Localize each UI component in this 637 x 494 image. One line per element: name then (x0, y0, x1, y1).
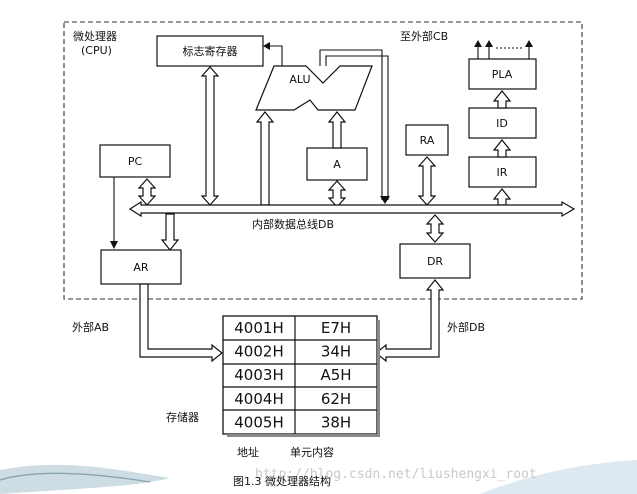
memory-address-cell: 4003H (234, 366, 283, 384)
memory-label: 存储器 (166, 410, 199, 424)
memory-content-cell: 62H (321, 390, 351, 408)
alu-output-arrowhead (380, 196, 390, 204)
internal-bus-label: 内部数据总线DB (252, 217, 334, 231)
a-register-label: A (333, 158, 341, 171)
watermark: http://blog.csdn.net/liushengxi_root (255, 467, 537, 482)
ir-to-id-arrow (492, 139, 512, 158)
alu-output-line (319, 49, 383, 200)
pc-register-box (99, 144, 171, 178)
alu-label: ALU (289, 73, 310, 86)
pla-label: PLA (492, 68, 513, 81)
memory-address-cell: 4001H (234, 319, 283, 337)
dr-register-box (399, 243, 471, 279)
pla-box (468, 58, 537, 90)
memory-table (222, 315, 380, 437)
memory-address-header: 地址 (237, 445, 259, 459)
ir-label: IR (497, 166, 508, 179)
ra-register-label: RA (420, 134, 435, 147)
memory-content-header: 单元内容 (290, 445, 334, 459)
pc-bus-arrow (137, 178, 157, 206)
alu-to-flags-arrowhead (263, 42, 270, 50)
alu-output-line-2 (325, 55, 389, 200)
dr-bus-arrow (425, 214, 445, 243)
external-ab-arrow (139, 283, 223, 363)
memory-content-cell: 38H (321, 413, 351, 431)
id-to-pla-arrow (492, 90, 512, 109)
memory-content-cell: A5H (320, 366, 351, 384)
alu-to-flags-line (266, 45, 283, 66)
ar-register-box (100, 249, 182, 285)
memory-address-cell: 4004H (234, 390, 283, 408)
a-bus-arrow (327, 180, 347, 208)
id-label: ID (496, 117, 508, 130)
external-db-arrow (375, 279, 445, 363)
ra-bus-arrow (417, 156, 437, 206)
ra-register-box (405, 124, 449, 156)
memory-content-cell: E7H (321, 319, 351, 337)
external-ab-label: 外部AB (72, 320, 109, 334)
flags-bus-arrow (200, 66, 220, 206)
memory-content-cell: 34H (321, 343, 351, 361)
decorative-swoosh (0, 460, 637, 494)
cpu-subtitle: (CPU) (81, 44, 112, 57)
memory-address-cell: 4002H (234, 343, 283, 361)
pla-output-arrows (474, 40, 533, 59)
bus-to-ar-arrow (160, 213, 180, 251)
a-register-box (306, 147, 368, 181)
pc-register-label: PC (128, 155, 143, 168)
alu-unit (255, 65, 373, 111)
ar-register-label: AR (133, 261, 149, 274)
figure-caption: 图1.3 微处理器结构 (233, 474, 331, 488)
cpu-title: 微处理器 (73, 29, 117, 43)
a-to-alu-arrow (327, 111, 347, 149)
external-cb-label: 至外部CB (400, 29, 448, 43)
bus-to-ir-arrow (492, 188, 512, 206)
flags-register-box (156, 35, 264, 67)
internal-data-bus (128, 200, 576, 218)
cpu-boundary (63, 21, 583, 300)
memory-address-cell: 4005H (234, 413, 283, 431)
external-db-label: 外部DB (447, 320, 485, 334)
bus-to-alu-arrow (255, 111, 275, 206)
dr-register-label: DR (427, 255, 443, 268)
pc-to-ar-arrowhead (110, 241, 118, 249)
flags-register-label: 标志寄存器 (183, 44, 238, 58)
